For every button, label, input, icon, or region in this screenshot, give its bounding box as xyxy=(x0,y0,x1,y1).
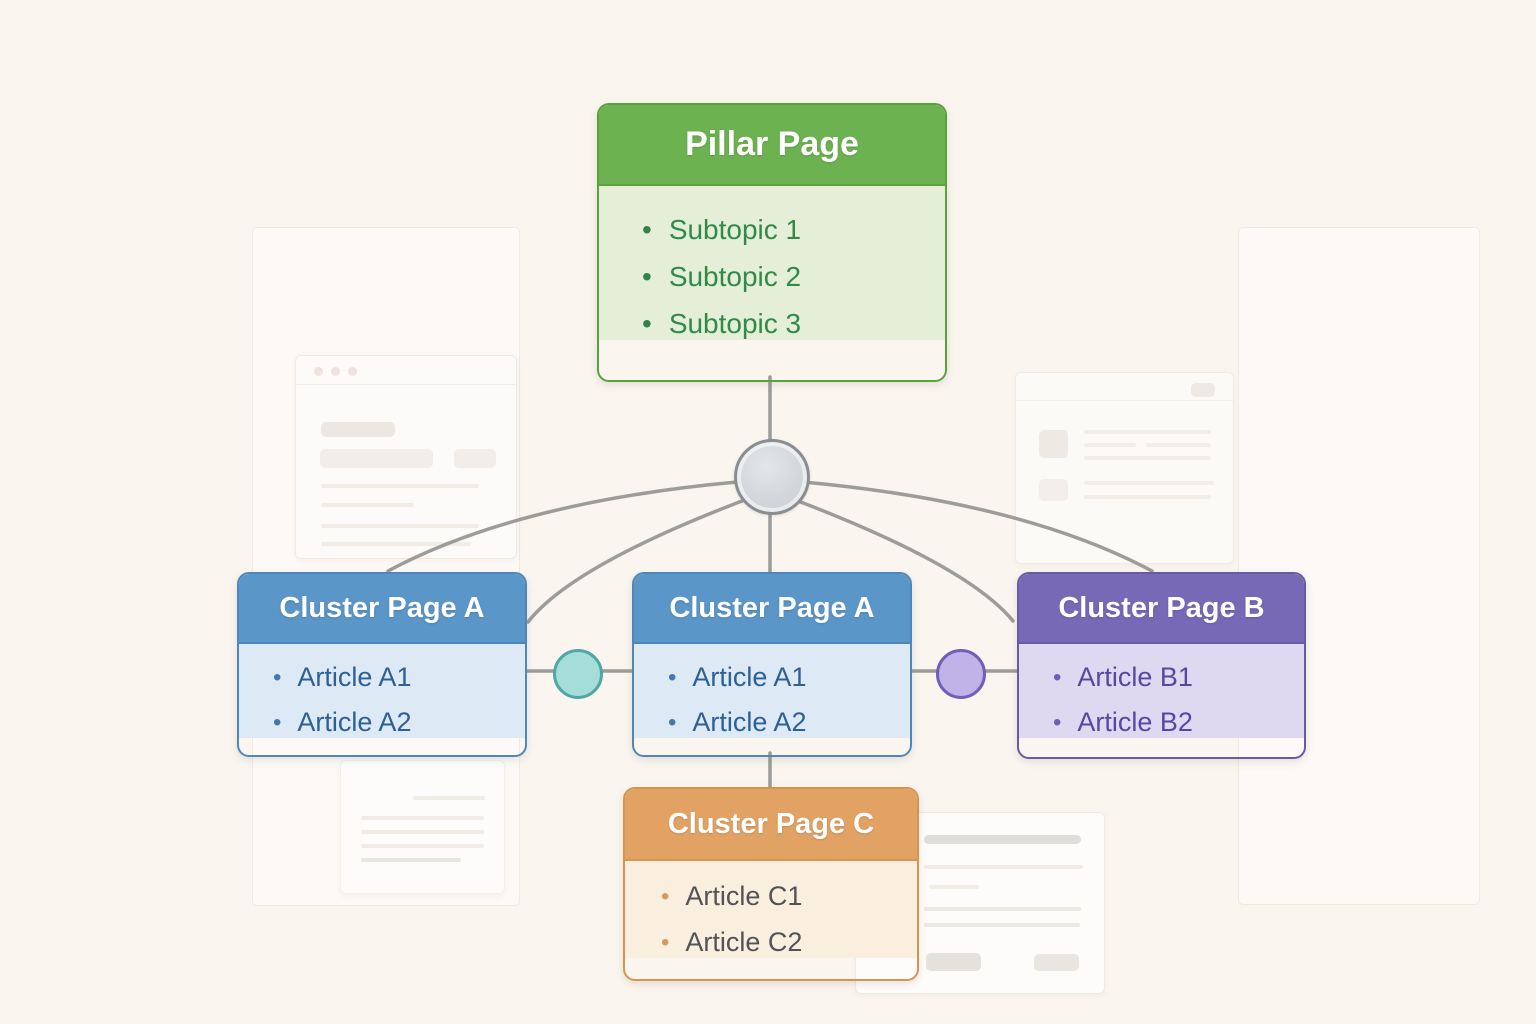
wireframe-bar xyxy=(320,449,433,468)
wireframe-thumbnail xyxy=(1039,479,1068,501)
item-label: Article B1 xyxy=(1077,662,1193,692)
item-label: Article A2 xyxy=(692,707,807,737)
item-label: Article A2 xyxy=(297,707,412,737)
connector-hub-cluster-left-side xyxy=(526,499,744,624)
list-item: • Subtopic 2 xyxy=(642,261,945,293)
wireframe-line xyxy=(1084,481,1214,485)
wireframe-bar xyxy=(1191,383,1215,397)
wireframe-bar xyxy=(454,449,496,468)
item-label: Article A1 xyxy=(297,662,412,692)
cluster-body: • Article A1 • Article A2 xyxy=(634,644,910,738)
bullet-icon: • xyxy=(642,261,652,292)
wireframe-line xyxy=(321,524,479,528)
list-item: • Article A1 xyxy=(273,662,525,693)
bullet-icon: • xyxy=(1053,708,1062,736)
cluster-header: Cluster Page A xyxy=(634,574,910,644)
background-panel-right xyxy=(1238,227,1480,905)
bullet-icon: • xyxy=(661,928,670,956)
wireframe-line xyxy=(924,865,1083,869)
cluster-page-a-middle-box: Cluster Page A • Article A1 • Article A2 xyxy=(632,572,912,757)
wireframe-line xyxy=(1146,443,1211,447)
bullet-icon: • xyxy=(661,882,670,910)
wireframe-line xyxy=(1084,443,1136,447)
window-dot-icon xyxy=(348,367,357,376)
pillar-page-body: • Subtopic 1 • Subtopic 2 • Subtopic 3 xyxy=(599,186,945,340)
link-node-teal xyxy=(553,649,603,699)
wireframe-divider xyxy=(296,384,516,385)
window-dot-icon xyxy=(314,367,323,376)
list-item: • Article A1 xyxy=(668,662,910,693)
pillar-page-header: Pillar Page xyxy=(599,105,945,186)
wireframe-thumbnail xyxy=(1039,430,1068,458)
item-label: Subtopic 2 xyxy=(668,261,802,292)
bullet-icon: • xyxy=(668,708,677,736)
cluster-body: • Article A1 • Article A2 xyxy=(239,644,525,738)
wireframe-line xyxy=(321,542,471,546)
wireframe-line xyxy=(361,844,484,848)
cluster-page-a-left-box: Cluster Page A • Article A1 • Article A2 xyxy=(237,572,527,757)
list-item: • Article B1 xyxy=(1053,662,1304,693)
list-item: • Article C2 xyxy=(661,927,917,958)
cluster-page-b-box: Cluster Page B • Article B1 • Article B2 xyxy=(1017,572,1306,759)
cluster-title: Cluster Page B xyxy=(1058,591,1265,624)
wireframe-line xyxy=(924,907,1081,911)
cluster-title: Cluster Page C xyxy=(667,807,875,840)
wireframe-page-top-left xyxy=(295,355,517,559)
connector-hub-cluster-right-top xyxy=(801,480,1154,573)
list-item: • Article C1 xyxy=(661,881,917,912)
item-label: Article C2 xyxy=(685,927,803,957)
cluster-body: • Article C1 • Article C2 xyxy=(625,861,917,958)
link-node-purple xyxy=(936,649,986,699)
bullet-icon: • xyxy=(642,214,652,245)
wireframe-divider xyxy=(1016,400,1233,401)
wireframe-line xyxy=(321,484,479,488)
wireframe-line xyxy=(413,796,485,800)
wireframe-page-bottom-left xyxy=(340,760,505,894)
bullet-icon: • xyxy=(642,308,652,339)
item-label: Article A1 xyxy=(692,662,807,692)
wireframe-line xyxy=(1084,456,1211,460)
wireframe-bar xyxy=(321,422,395,437)
list-item: • Article B2 xyxy=(1053,707,1304,738)
wireframe-line xyxy=(361,816,484,820)
wireframe-button xyxy=(926,953,981,971)
connector-hub-cluster-right-side xyxy=(796,499,1015,623)
window-dot-icon xyxy=(331,367,340,376)
pillar-page-box: Pillar Page • Subtopic 1 • Subtopic 2 • … xyxy=(597,103,947,382)
cluster-header: Cluster Page B xyxy=(1019,574,1304,644)
wireframe-line xyxy=(361,858,461,862)
cluster-header: Cluster Page A xyxy=(239,574,525,644)
wireframe-line xyxy=(361,830,484,834)
list-item: • Subtopic 1 xyxy=(642,214,945,246)
wireframe-button xyxy=(1034,954,1079,971)
bullet-icon: • xyxy=(273,708,282,736)
wireframe-line xyxy=(321,503,414,507)
pillar-page-title: Pillar Page xyxy=(685,125,859,163)
bullet-icon: • xyxy=(1053,663,1062,691)
wireframe-line xyxy=(1084,430,1211,434)
wireframe-line xyxy=(1084,495,1211,499)
list-item: • Article A2 xyxy=(273,707,525,738)
bullet-icon: • xyxy=(668,663,677,691)
item-label: Article B2 xyxy=(1077,707,1193,737)
hub-node xyxy=(734,439,810,515)
wireframe-bar xyxy=(924,835,1081,844)
cluster-title: Cluster Page A xyxy=(669,591,875,624)
cluster-page-c-box: Cluster Page C • Article C1 • Article C2 xyxy=(623,787,919,981)
list-item: • Article A2 xyxy=(668,707,910,738)
cluster-title: Cluster Page A xyxy=(279,591,485,624)
item-label: Subtopic 1 xyxy=(668,214,802,245)
bullet-icon: • xyxy=(273,663,282,691)
cluster-header: Cluster Page C xyxy=(625,789,917,861)
wireframe-page-top-right xyxy=(1015,372,1234,564)
wireframe-line xyxy=(924,923,1080,927)
item-label: Subtopic 3 xyxy=(668,308,802,339)
cluster-body: • Article B1 • Article B2 xyxy=(1019,644,1304,738)
wireframe-line xyxy=(929,885,979,889)
list-item: • Subtopic 3 xyxy=(642,308,945,340)
connector-hub-cluster-left-top xyxy=(386,480,739,573)
item-label: Article C1 xyxy=(685,881,803,911)
